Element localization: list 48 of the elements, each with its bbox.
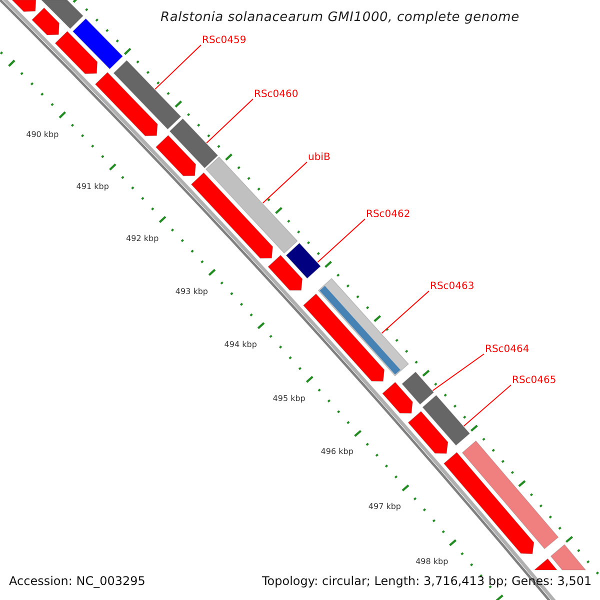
scale-label: 495 kbp bbox=[272, 394, 306, 403]
gene-bar bbox=[113, 60, 182, 130]
gene-block bbox=[382, 382, 413, 414]
gene-block bbox=[443, 452, 534, 554]
gene-bar bbox=[72, 18, 124, 70]
gene-block bbox=[190, 172, 274, 258]
leader-line bbox=[154, 44, 202, 90]
scale-label: 497 kbp bbox=[368, 502, 402, 511]
gene-block bbox=[302, 293, 385, 382]
gene-bar bbox=[462, 440, 559, 550]
leader-line bbox=[206, 98, 254, 144]
gene-block bbox=[11, 0, 36, 12]
scale-label: 498 kbp bbox=[416, 556, 448, 566]
scale-label: 491 kbp bbox=[76, 182, 109, 191]
gene-label: ubiB bbox=[308, 152, 330, 163]
gene-bar bbox=[402, 372, 434, 405]
gene-label: RSc0464 bbox=[485, 344, 530, 355]
title: Ralstonia solanacearum GMI1000, complete genome bbox=[160, 10, 520, 25]
gene-label: RSc0465 bbox=[512, 375, 556, 386]
gene-block bbox=[408, 410, 448, 454]
gene-block bbox=[534, 558, 558, 570]
gene-bar bbox=[550, 544, 586, 570]
gene-block bbox=[268, 254, 303, 291]
gene-label: RSc0462 bbox=[366, 209, 410, 220]
leader-line bbox=[432, 354, 484, 392]
leader-line bbox=[262, 162, 308, 204]
leader-line bbox=[463, 384, 512, 427]
scale-label: 494 kbp bbox=[224, 340, 257, 349]
gene-bar bbox=[205, 156, 298, 254]
gene-block bbox=[155, 134, 196, 176]
gene-label: RSc0460 bbox=[254, 89, 298, 100]
gene-block bbox=[54, 30, 98, 74]
footer-text: Accession: NC_003295 bbox=[9, 574, 146, 588]
gene-label: RSc0459 bbox=[202, 35, 246, 46]
footer-text: Topology: circular; Length: 3,716,413 bp; Genes: 3,501 bbox=[262, 574, 592, 588]
leader-line bbox=[317, 218, 366, 263]
scale-label: 490 kbp bbox=[26, 130, 59, 139]
gene-label: RSc0463 bbox=[430, 281, 474, 292]
gene-bar bbox=[286, 242, 321, 279]
gene-bar bbox=[169, 118, 218, 168]
leader-line bbox=[381, 290, 430, 334]
scale-label: 492 kbp bbox=[126, 234, 159, 244]
gene-bar bbox=[422, 394, 470, 446]
scale-label: 496 kbp bbox=[320, 447, 354, 456]
gene-block bbox=[94, 72, 158, 136]
scale-label: 493 kbp bbox=[175, 286, 208, 296]
gene-block bbox=[32, 7, 60, 36]
gene-bar bbox=[40, 0, 84, 30]
